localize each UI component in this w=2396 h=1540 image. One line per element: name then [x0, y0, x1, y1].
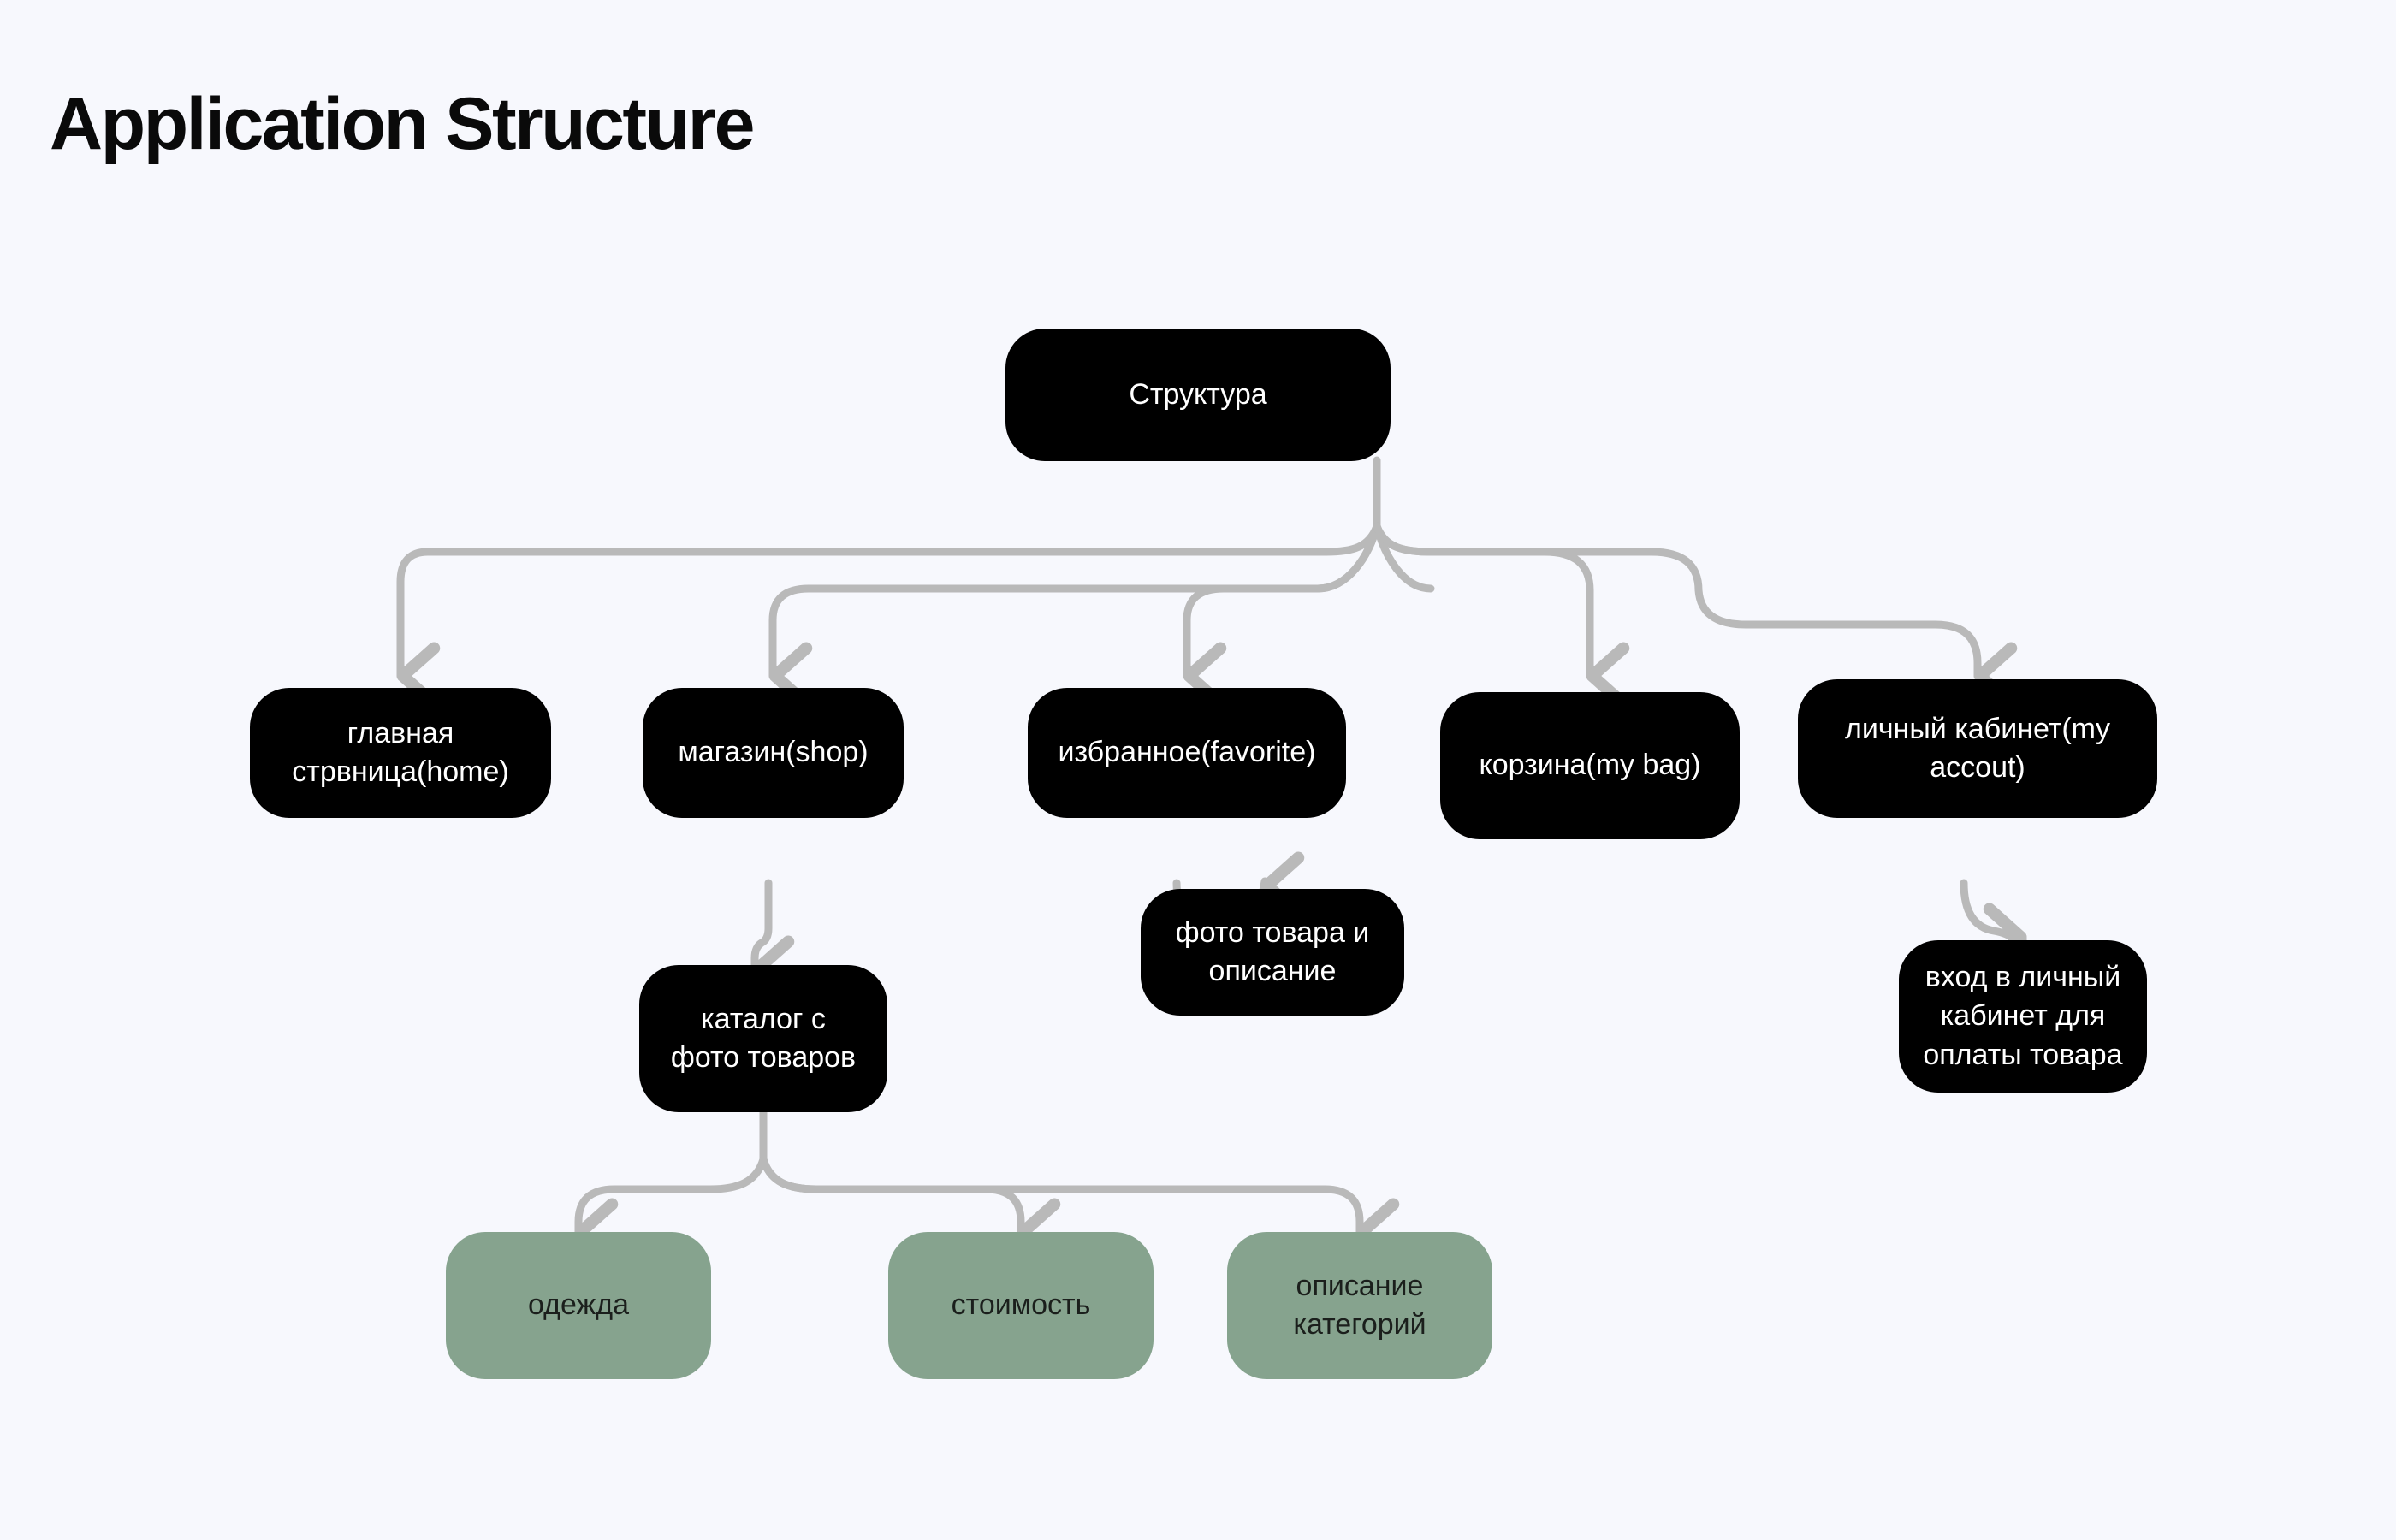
- edge-root-to-favorite: [1187, 522, 1435, 676]
- edge-catalog-to-category-desc: [759, 1155, 1400, 1266]
- node-catalog[interactable]: каталог с фото товаров: [639, 965, 887, 1112]
- node-product-photo[interactable]: фото товара и описание: [1141, 889, 1404, 1016]
- edge-catalog-to-clothes: [574, 1155, 768, 1266]
- edge-root-to-account: [1373, 522, 2018, 710]
- node-category-desc[interactable]: описание категорий: [1227, 1232, 1492, 1379]
- edge-root-to-home: [396, 522, 1381, 710]
- node-shop[interactable]: магазин(shop): [643, 688, 904, 818]
- node-root[interactable]: Структура: [1005, 329, 1391, 461]
- node-mybag[interactable]: корзина(my bag): [1440, 692, 1740, 839]
- edge-root-to-mybag: [1373, 522, 1630, 710]
- edge-catalog-to-price: [759, 1155, 1061, 1266]
- edge-root-to-shop: [768, 522, 1381, 710]
- node-login-pay[interactable]: вход в личный кабинет для оплаты товара: [1899, 940, 2147, 1093]
- page-title: Application Structure: [50, 83, 755, 165]
- node-account[interactable]: личный кабинет(my accout): [1798, 679, 2157, 818]
- node-home[interactable]: главная стрвница(home): [250, 688, 551, 818]
- edge-shop-to-catalog: [750, 879, 795, 1004]
- node-favorite[interactable]: избранное(favorite): [1028, 688, 1346, 818]
- node-price[interactable]: стоимость: [888, 1232, 1154, 1379]
- node-clothes[interactable]: одежда: [446, 1232, 711, 1379]
